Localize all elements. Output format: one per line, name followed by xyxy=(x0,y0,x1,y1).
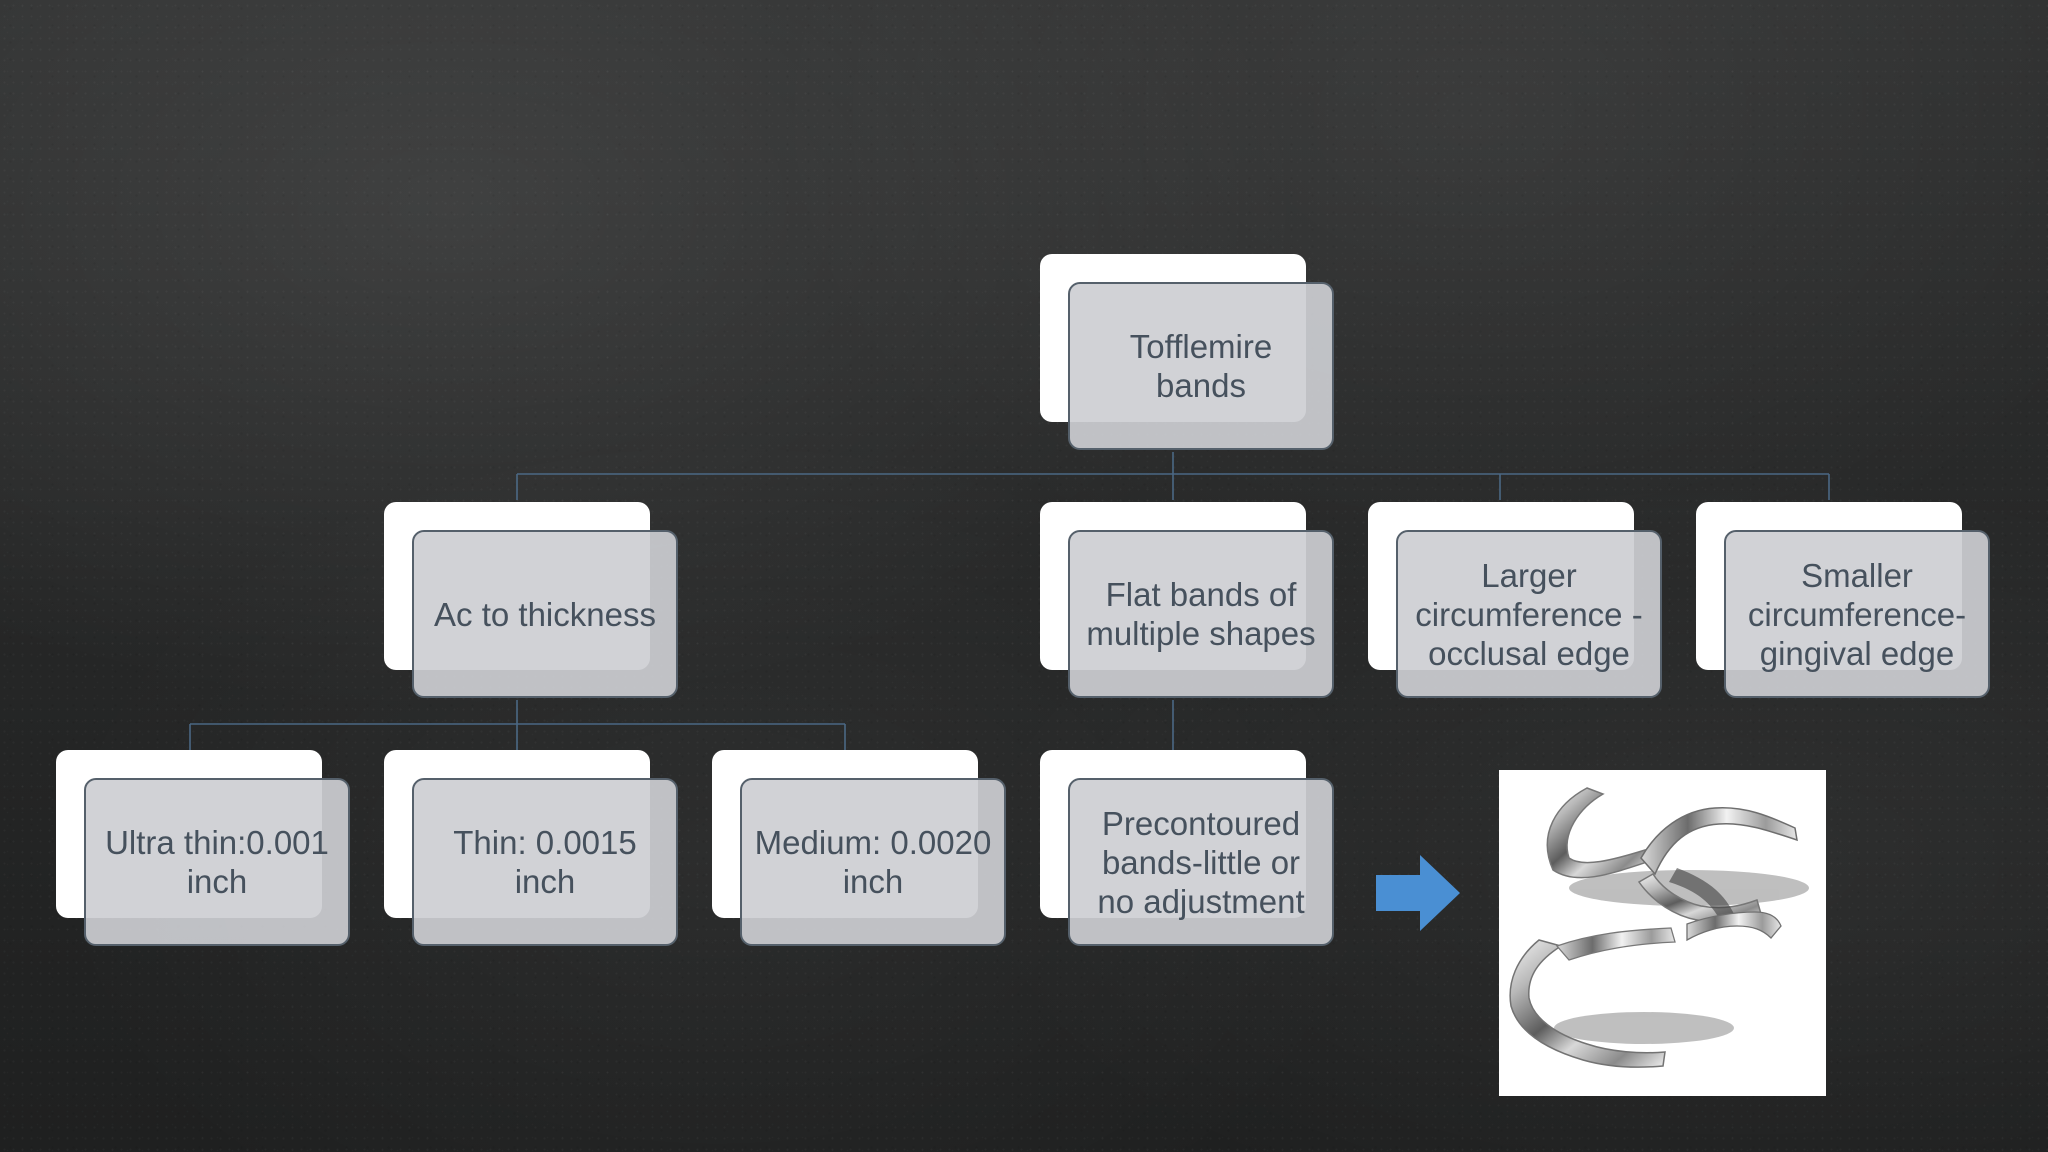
node-label: Smaller circumference- gingival edge xyxy=(1724,530,1990,698)
node-tofflemire-bands: Tofflemire bands xyxy=(1040,254,1335,450)
right-arrow-icon xyxy=(1376,855,1460,931)
node-larger-circumference: Larger circumference - occlusal edge xyxy=(1368,502,1663,698)
node-label: Ultra thin:0.001 inch xyxy=(84,778,350,946)
node-label: Thin: 0.0015 inch xyxy=(412,778,678,946)
node-precontoured: Precontoured bands-little or no adjustme… xyxy=(1040,750,1335,946)
node-flat-bands: Flat bands of multiple shapes xyxy=(1040,502,1335,698)
tofflemire-bands-photo xyxy=(1499,770,1826,1096)
node-label: Medium: 0.0020 inch xyxy=(740,778,1006,946)
node-smaller-circumference: Smaller circumference- gingival edge xyxy=(1696,502,1991,698)
node-thin: Thin: 0.0015 inch xyxy=(384,750,679,946)
node-label: Larger circumference - occlusal edge xyxy=(1396,530,1662,698)
matrix-bands-image xyxy=(1509,787,1809,1068)
node-ultra-thin: Ultra thin:0.001 inch xyxy=(56,750,351,946)
node-label: Flat bands of multiple shapes xyxy=(1068,530,1334,698)
node-medium: Medium: 0.0020 inch xyxy=(712,750,1007,946)
node-label: Precontoured bands-little or no adjustme… xyxy=(1068,778,1334,946)
node-label: Tofflemire bands xyxy=(1068,282,1334,450)
node-label: Ac to thickness xyxy=(412,530,678,698)
node-ac-to-thickness: Ac to thickness xyxy=(384,502,679,698)
